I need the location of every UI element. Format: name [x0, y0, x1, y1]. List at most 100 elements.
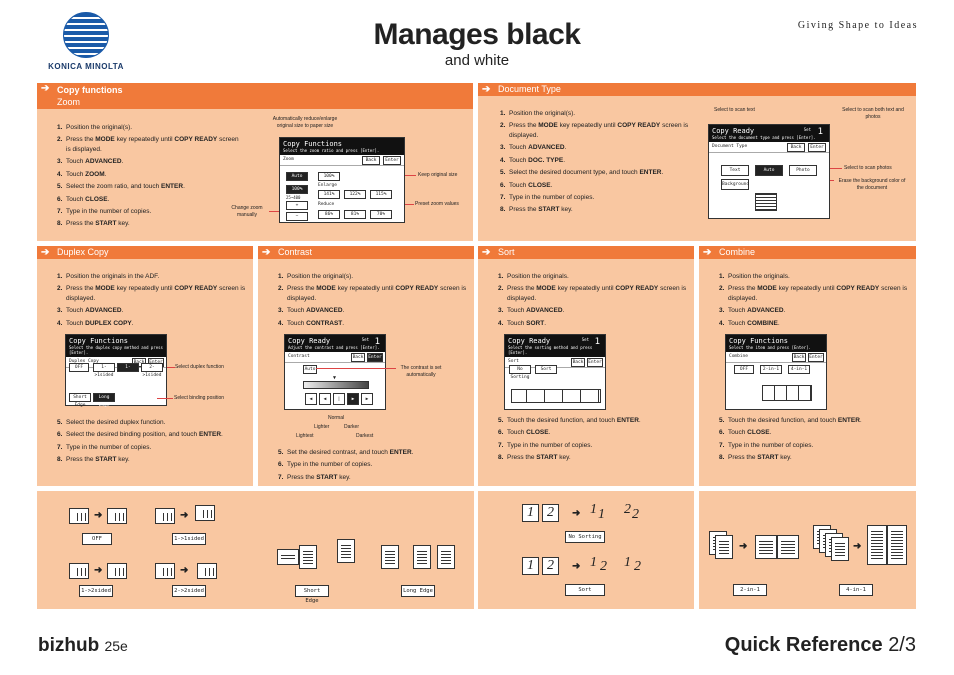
step-number: 4. [57, 170, 63, 178]
lighter-button[interactable]: ◀ [319, 393, 331, 405]
original-icon [155, 563, 175, 579]
photo-button[interactable]: Photo [789, 165, 817, 176]
callout-bg: Erase the background color of the docume… [838, 178, 906, 191]
step-item: 2.Press the MODE key repeatedly until CO… [498, 284, 688, 303]
step-item: 5.Select the desired duplex function. [57, 418, 247, 427]
lcd-subtitle: Select the sorting method and press [Ent… [508, 345, 593, 355]
illus-1to1-label: 1->1sided [172, 533, 206, 545]
zoom-down-button[interactable]: − [286, 212, 308, 221]
off-button[interactable]: OFF [734, 365, 754, 374]
step-number: 7. [498, 441, 504, 449]
original-page-2: 2 [542, 557, 559, 575]
model-number: 25e [104, 638, 128, 654]
step-text: Press the START key. [66, 220, 130, 228]
full-size-button[interactable]: 100% [318, 172, 340, 181]
reduce-81-button[interactable]: 81% [344, 210, 366, 219]
arrow-right-icon: ➔ [703, 247, 712, 258]
enter-button[interactable]: Enter [808, 143, 826, 152]
step-text: Touch ADVANCED. [728, 307, 786, 315]
background-button[interactable]: Background [721, 179, 749, 190]
back-button[interactable]: Back [787, 143, 805, 152]
short-edge-button[interactable]: Short Edge [69, 393, 91, 408]
arrow-right-icon: ➜ [739, 541, 748, 552]
zoom-up-button[interactable]: + [286, 201, 308, 210]
enlarge-122-button[interactable]: 122% [344, 190, 366, 199]
normal-button[interactable]: | [333, 393, 345, 405]
step-item: 3.Touch ADVANCED. [57, 157, 241, 166]
step-item: 2.Press the MODE key repeatedly until CO… [278, 284, 468, 303]
step-item: 1.Position the original(s). [57, 123, 241, 132]
2in1-button[interactable]: 2-in-1 [760, 365, 782, 374]
back-button[interactable]: Back [362, 156, 380, 165]
step-text: Touch CLOSE. [507, 429, 551, 437]
enter-button[interactable]: Enter [367, 353, 383, 362]
4in1-button[interactable]: 4-in-1 [788, 365, 810, 374]
no-sorting-button[interactable]: No Sorting [509, 365, 531, 380]
long-edge-sheet-icon [413, 545, 431, 569]
lightest-button[interactable]: ◀ [305, 393, 317, 405]
arrow-right-icon: ➜ [94, 565, 103, 576]
1to2-button[interactable]: 1->2sided [117, 363, 139, 378]
lcd-duplex: Copy Functions Select the duplex copy me… [65, 334, 167, 408]
step-number: 3. [278, 307, 284, 315]
step-item: 5.Select the desired document type, and … [500, 168, 690, 177]
panel-header: ➔ Sort [478, 246, 694, 259]
back-button[interactable]: Back [132, 358, 146, 367]
original-page-1: 1 [522, 557, 539, 575]
off-button[interactable]: OFF [69, 363, 89, 372]
panel-duplex-illustrations: ➜ OFF ➜ 1->1sided ➜ 1->2sided ➜ 2->2side… [37, 491, 474, 609]
1to1-button[interactable]: 1->1sided [93, 363, 115, 378]
long-edge-sheet-icon [381, 545, 399, 569]
combined-page-icon [755, 535, 777, 559]
step-text: Press the MODE key repeatedly until COPY… [728, 285, 908, 302]
callout-keep: Keep original size [418, 172, 458, 178]
auto-button[interactable]: Auto [755, 165, 783, 176]
step-number: 8. [719, 454, 725, 462]
panel-zoom: ➔ Copy functions Zoom 1.Position the ori… [37, 83, 473, 241]
reduce-70-button[interactable]: 70% [370, 210, 392, 219]
arrow-right-icon: ➔ [482, 247, 491, 258]
step-number: 4. [719, 319, 725, 327]
copy-page-1: 1 [590, 555, 597, 570]
page-number: 2/3 [888, 634, 916, 656]
lcd-label: Combine [729, 354, 748, 359]
back-button[interactable]: Back [792, 353, 806, 362]
darker-button[interactable]: ▶ [347, 393, 359, 405]
step-number: 2. [57, 136, 63, 144]
text-button[interactable]: Text [721, 165, 749, 176]
auto-zoom-button[interactable]: Auto [286, 172, 308, 181]
step-text: Touch CLOSE. [66, 195, 110, 203]
panel-combine-illustrations: ➜ 2-in-1 ➜ 4-in-1 [699, 491, 916, 609]
duplex-copy-icon [195, 505, 215, 521]
back-button[interactable]: Back [571, 358, 585, 367]
sort-button[interactable]: Sort [535, 365, 557, 374]
illus-2in1-label: 2-in-1 [733, 584, 767, 596]
step-text: Touch ADVANCED. [509, 144, 567, 152]
lcd-title: Copy Functions [283, 140, 343, 148]
step-item: 1.Position the originals. [498, 272, 688, 281]
step-item: 6.Touch CLOSE. [57, 195, 241, 204]
enter-button[interactable]: Enter [587, 358, 603, 367]
step-text: Press the MODE key repeatedly until COPY… [507, 285, 687, 302]
reduce-label: Reduce [318, 202, 335, 207]
step-text: Type in the number of copies. [66, 207, 152, 215]
step-text: Type in the number of copies. [728, 441, 814, 449]
long-edge-button[interactable]: Long Edge [93, 393, 115, 408]
reduce-86-button[interactable]: 86% [318, 210, 340, 219]
step-text: Touch DOC. TYPE. [509, 156, 566, 164]
illus-off-label: OFF [82, 533, 112, 545]
panel-header: ➔ Combine [699, 246, 916, 259]
enlarge-115-button[interactable]: 115% [370, 190, 392, 199]
panel-header: ➔ Document Type [478, 83, 916, 96]
enter-button[interactable]: Enter [383, 156, 401, 165]
2to1-button[interactable]: 2->1sided [141, 363, 163, 378]
lcd-subtitle: Select the duplex copy method and press … [69, 345, 163, 355]
step-number: 6. [57, 431, 63, 439]
darkest-button[interactable]: ▶ [361, 393, 373, 405]
auto-contrast-button[interactable]: Auto [303, 365, 317, 374]
back-button[interactable]: Back [351, 353, 365, 362]
step-text: Type in the number of copies. [507, 441, 593, 449]
enter-button[interactable]: Enter [808, 353, 824, 362]
enlarge-141-button[interactable]: 141% [318, 190, 340, 199]
step-item: 7.Press the START key. [278, 473, 468, 482]
